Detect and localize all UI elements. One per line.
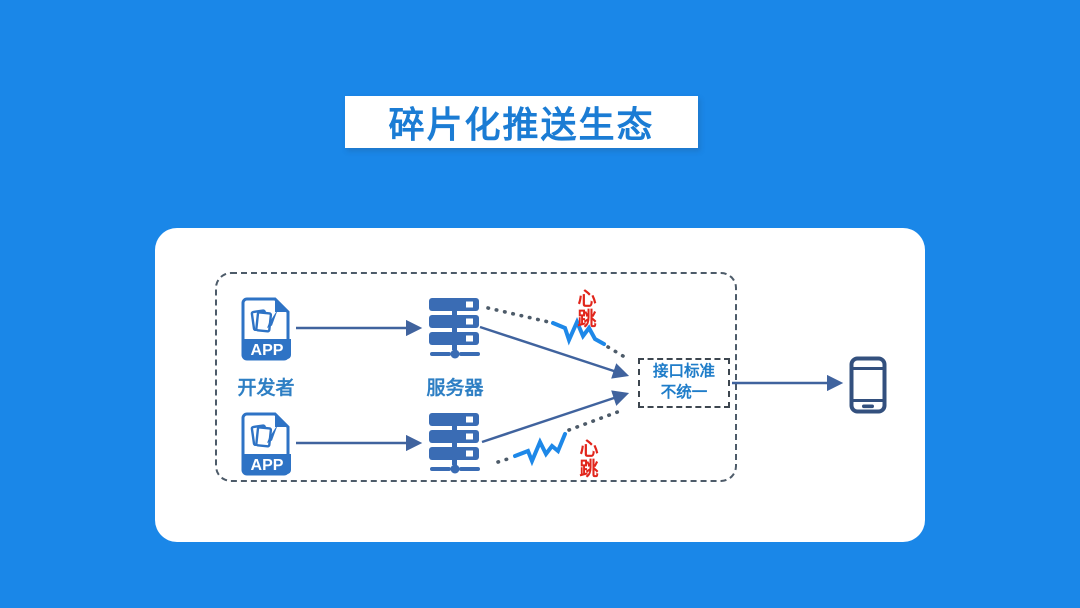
title-banner: 碎片化推送生态: [345, 96, 698, 148]
server-icon: [428, 298, 482, 360]
interface-standards-label: 接口标准不统一: [652, 363, 715, 401]
heartbeat-label-top: 心跳: [577, 289, 597, 330]
heartbeat-pulse-line-bottom: [496, 408, 625, 467]
app-file-icon: APP: [240, 412, 294, 476]
heartbeat-pulse-line-top: [486, 306, 625, 358]
developers-label: 开发者: [237, 378, 295, 399]
arrow-server1-to-interface: [479, 325, 630, 379]
heartbeat-label-bottom: 心跳: [579, 439, 599, 480]
fragmented-ecosystem-dashed-region: [215, 272, 737, 482]
app-badge-text: APP: [251, 457, 284, 474]
server-icon: [428, 413, 482, 475]
app-badge-text: APP: [251, 342, 284, 359]
page-title: 碎片化推送生态: [388, 104, 655, 145]
interface-standards-box: 接口标准不统一: [638, 358, 730, 408]
servers-label: 服务器: [426, 378, 484, 399]
app-file-icon: APP: [240, 297, 294, 361]
smartphone-icon: [849, 356, 887, 414]
connector-lines-layer: [296, 306, 844, 467]
diagram-card: APP APP: [155, 228, 925, 542]
arrow-server2-to-interface: [481, 390, 630, 444]
